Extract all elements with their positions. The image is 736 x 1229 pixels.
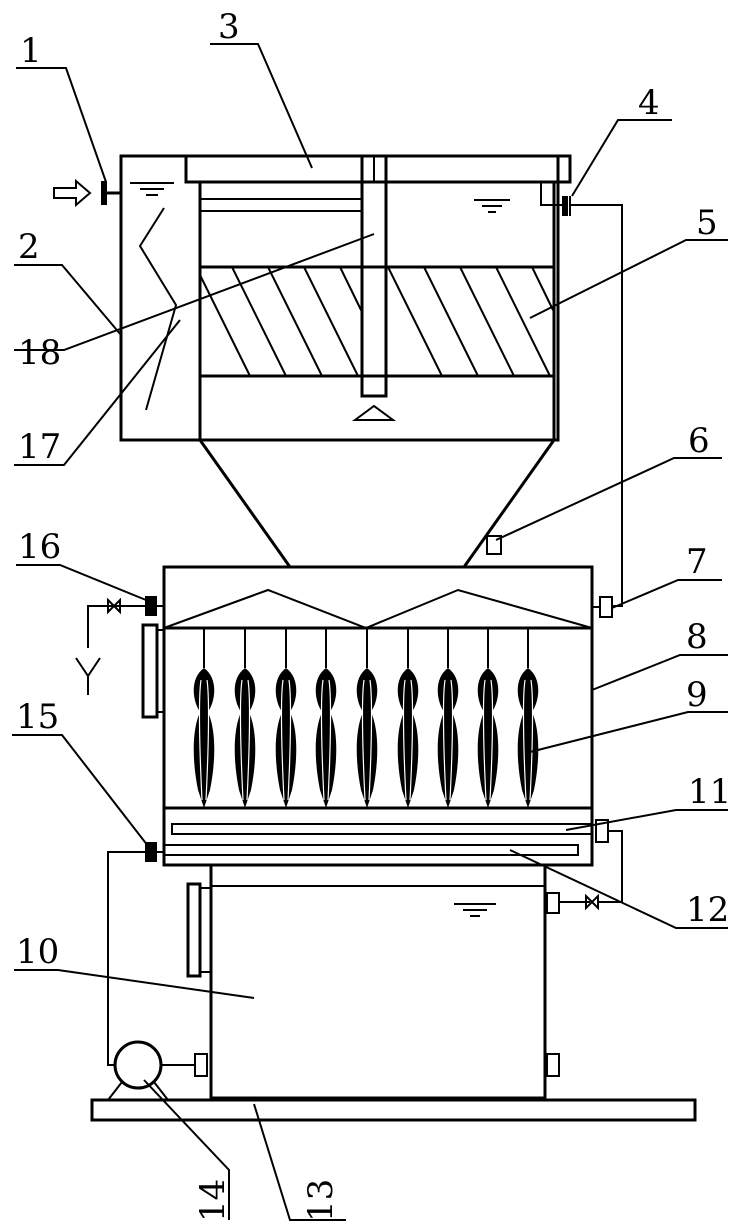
packing-layer: [198, 265, 556, 378]
sludge-flange: [486, 535, 502, 555]
callout-2: 2: [18, 227, 40, 267]
fiber-bundle: [234, 628, 256, 808]
water-level-icon: [130, 182, 174, 196]
callout-8: 8: [686, 617, 708, 657]
bottom-tank: [90, 851, 697, 1122]
inlet-baffle: [138, 207, 178, 411]
callout-7: 7: [686, 542, 708, 582]
valve-icon: [585, 893, 599, 911]
callout-5: 5: [696, 203, 718, 243]
diffuser-cone: [351, 404, 397, 421]
callout-labels: 1 2 3 4 5 6 7 8 9 10 11 12 13 14 15 16 1…: [16, 7, 731, 1222]
inlet-arrow-icon: [53, 178, 92, 208]
aeration-pipe: [171, 823, 593, 835]
valve-icon: [107, 597, 121, 615]
distribution-pipe: [163, 844, 579, 856]
outlet-flange: [562, 196, 568, 216]
water-level-icon: [454, 903, 496, 917]
inlet-7-flange: [599, 596, 613, 618]
drain-arrow-icon: [75, 657, 101, 695]
level-gauge: [141, 623, 159, 719]
callout-15: 15: [16, 697, 59, 737]
leader-lines: [12, 43, 728, 1221]
fiber-bundle: [275, 628, 297, 808]
callout-16: 16: [18, 527, 61, 567]
fiber-bundle: [437, 628, 459, 808]
callout-11: 11: [688, 772, 731, 812]
callout-13: 13: [301, 1179, 341, 1222]
callout-14: 14: [193, 1179, 233, 1222]
upper-tank: [53, 154, 623, 607]
callout-10: 10: [16, 932, 59, 972]
callout-6: 6: [688, 421, 710, 461]
callout-3: 3: [218, 7, 240, 47]
outlet-16-flange: [145, 596, 157, 616]
fiber-bundle: [356, 628, 378, 808]
inlet-flange: [101, 181, 107, 205]
callout-12: 12: [686, 890, 729, 930]
callout-1: 1: [20, 31, 42, 71]
callout-4: 4: [638, 83, 660, 123]
base-plate: [90, 1098, 697, 1122]
fiber-bundle: [397, 628, 419, 808]
callout-9: 9: [686, 675, 708, 715]
callout-18: 18: [18, 333, 61, 373]
fiber-bundle: [315, 628, 337, 808]
fiber-bundle: [517, 628, 539, 808]
packing-hatch: [199, 266, 555, 377]
fiber-bundles: [193, 628, 539, 808]
pump-icon: [107, 1040, 169, 1101]
water-level-icon: [474, 199, 510, 213]
central-pipe: [360, 154, 388, 398]
flange-15: [145, 842, 157, 862]
cover-plate: [184, 154, 572, 184]
middle-tank: [75, 565, 623, 903]
fiber-bundle: [477, 628, 499, 808]
callout-17: 17: [18, 427, 61, 467]
fiber-bundle: [193, 628, 215, 808]
